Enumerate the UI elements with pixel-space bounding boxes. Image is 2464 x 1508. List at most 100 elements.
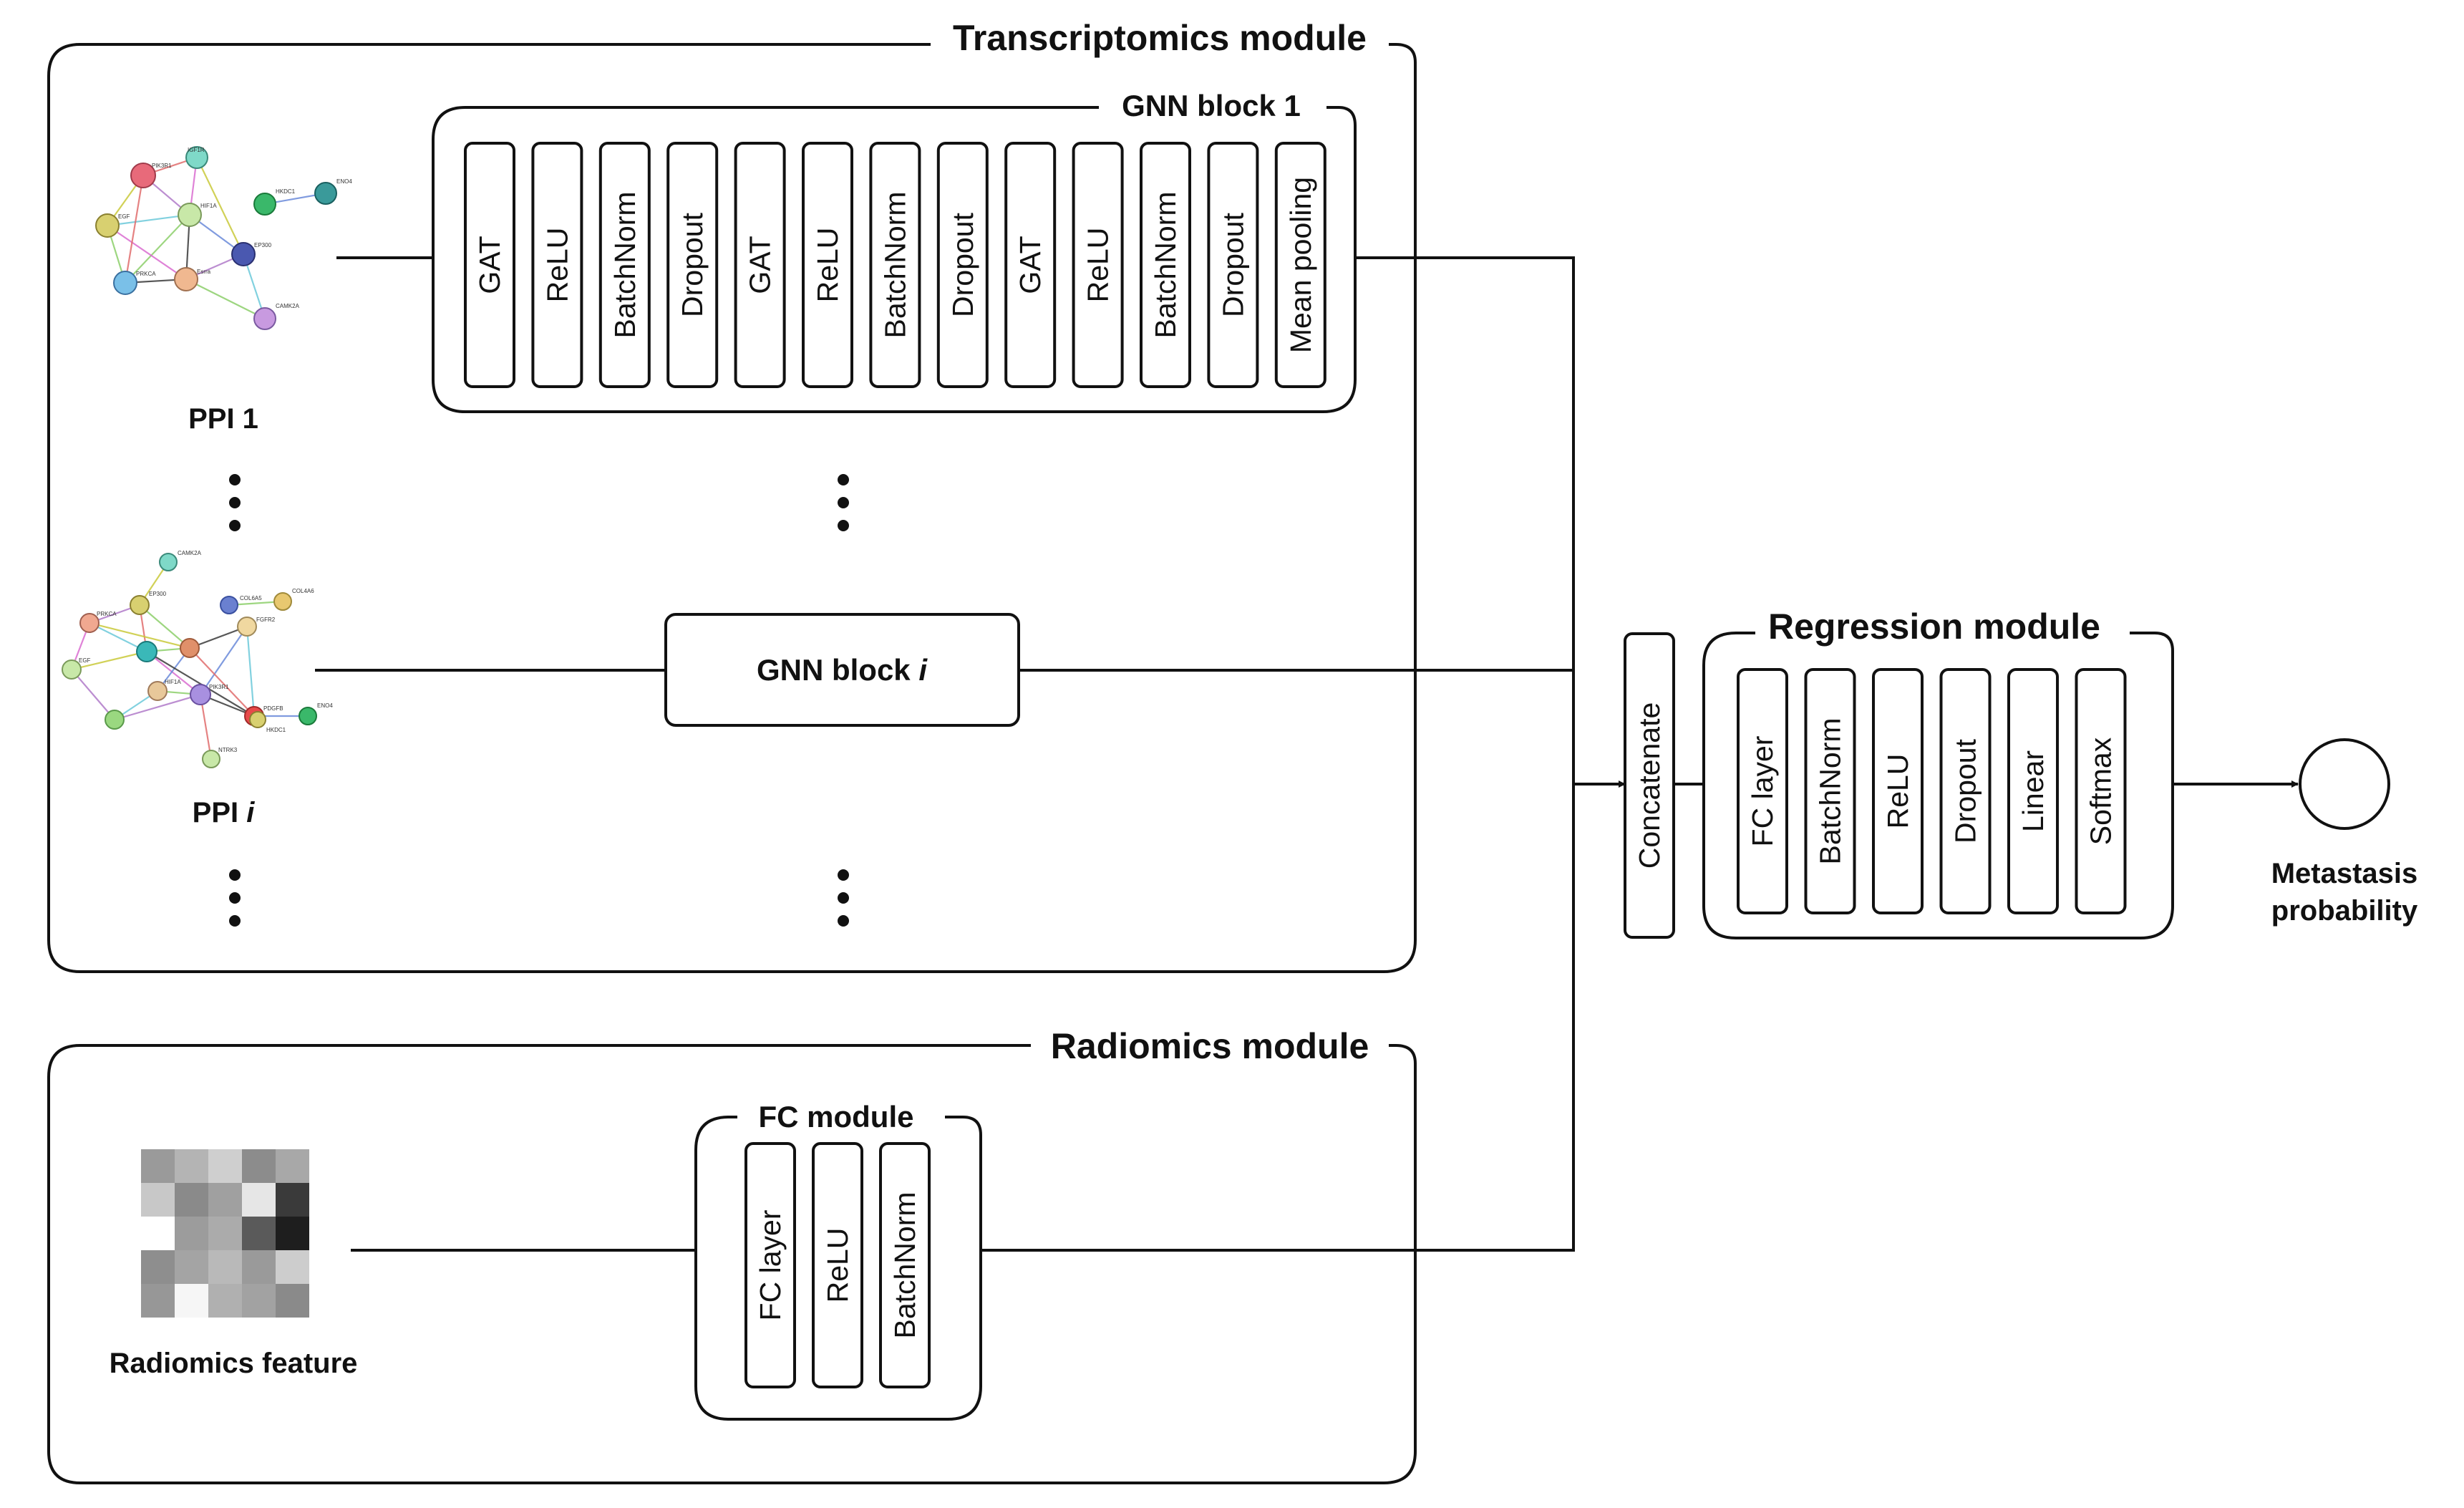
heatmap-cell <box>276 1183 309 1217</box>
heatmap-cell <box>242 1250 276 1284</box>
transcriptomics-title: Transcriptomics module <box>953 18 1367 58</box>
ppi-1-gene-label: HKDC1 <box>276 188 296 195</box>
layer-box <box>1274 142 1326 388</box>
ppi-1-gene-label: PRKCA <box>136 271 156 277</box>
gnn-block-1-layers: GAT ReLU BatchNorm Dropout GAT ReLU BatchNorm D… <box>464 142 1326 388</box>
ppi-i-gene-label: EP300 <box>149 591 167 597</box>
layer-label: FC layer <box>1746 736 1779 847</box>
ellipsis-dots <box>229 474 849 927</box>
layer-box <box>464 142 515 388</box>
layer-label: BatchNorm <box>608 191 641 338</box>
ppi-1-network: IGF1R PIK3R1 HIF1A EGF EP300 PRKCA Esrra… <box>95 146 352 330</box>
transcriptomics-module: Transcriptomics module <box>47 18 1417 973</box>
ppi-1-gene-label: PIK3R1 <box>152 163 172 169</box>
layer-box <box>744 1142 796 1388</box>
layer-label: ReLU <box>1082 228 1115 303</box>
ppi-1-gene-label: EP300 <box>254 242 272 248</box>
concatenate-block: Concatenate <box>1624 632 1675 939</box>
heatmap-cell <box>141 1284 175 1318</box>
layer-label: Dropout <box>1216 212 1249 316</box>
layer-label: GAT <box>744 236 777 294</box>
output-node: Metastasis probability <box>2271 738 2418 927</box>
heatmap-cell <box>276 1284 309 1318</box>
layer-box <box>2075 668 2127 914</box>
heatmap-cell <box>242 1149 276 1183</box>
heatmap-cell <box>141 1217 175 1250</box>
layer-box <box>1004 142 1057 388</box>
layer-box <box>1737 668 1788 914</box>
ppi-i-label: PPI i <box>193 797 256 828</box>
heatmap-cell <box>242 1217 276 1250</box>
layer-box <box>812 1142 863 1388</box>
heatmap-cell <box>276 1217 309 1250</box>
layer-label: FC layer <box>754 1210 787 1321</box>
ppi-i-gene-label: PIK3R1 <box>209 684 229 690</box>
layer-label: ReLU <box>540 228 573 303</box>
ppi-i-label-index: i <box>246 797 255 828</box>
gnn-block-i: GNN block i <box>664 613 1020 727</box>
heatmap-cell <box>175 1284 208 1318</box>
heatmap-cell <box>242 1183 276 1217</box>
layer-box <box>1207 142 1259 388</box>
ppi-i-gene-label: NTRK3 <box>218 747 238 753</box>
heatmap-cell <box>175 1183 208 1217</box>
heatmap-cell <box>208 1217 242 1250</box>
layer-label: BatchNorm <box>1814 717 1847 864</box>
layer-box <box>802 142 853 388</box>
heatmap-cell <box>175 1250 208 1284</box>
layer-label: Dropout <box>1949 738 1982 843</box>
gnn-block-i-index: i <box>918 653 928 687</box>
layer-label: GAT <box>1014 236 1047 294</box>
ppi-1-gene-label: Esrra <box>197 269 211 275</box>
concatenate-label: Concatenate <box>1633 702 1666 869</box>
fc-module-title: FC module <box>759 1100 914 1134</box>
ppi-i-gene-label: EGF <box>79 657 91 664</box>
heatmap-cell <box>141 1149 175 1183</box>
layer-label: Linear <box>2017 750 2050 832</box>
heatmap-cell <box>141 1250 175 1284</box>
layer-box <box>666 142 719 388</box>
layer-label: Dropout <box>946 212 979 316</box>
regression-title: Regression module <box>1768 606 2100 647</box>
heatmap-cell <box>208 1250 242 1284</box>
layer-label: Mean pooling <box>1284 177 1317 353</box>
ppi-i-gene-label: COL4A6 <box>292 588 314 594</box>
layer-box <box>2007 668 2059 914</box>
layer-label: ReLU <box>811 228 844 303</box>
connector-wires <box>315 256 2299 1252</box>
layer-label: GAT <box>473 236 506 294</box>
layer-label: Softmax <box>2085 737 2118 845</box>
layer-box <box>1804 668 1856 914</box>
layer-box <box>734 142 786 388</box>
layer-label: Dropout <box>676 212 709 316</box>
heatmap-cell <box>242 1284 276 1318</box>
heatmap-cell <box>175 1217 208 1250</box>
ppi-1-gene-label: EGF <box>118 213 130 220</box>
layer-box <box>1072 142 1124 388</box>
gnn-block-i-label: GNN block i <box>757 653 928 687</box>
heatmap-cell <box>276 1149 309 1183</box>
ppi-i-gene-label: PDGFB <box>263 705 283 712</box>
layer-box <box>1140 142 1191 388</box>
layer-label: ReLU <box>1881 754 1914 829</box>
layer-box <box>598 142 651 388</box>
gnn-block-1-title: GNN block 1 <box>1122 89 1301 122</box>
ppi-i-gene-label: HIF1A <box>165 679 181 685</box>
layer-box <box>879 1142 931 1388</box>
layer-label: BatchNorm <box>878 191 911 338</box>
layer-box <box>1872 668 1924 914</box>
ppi-i-label-prefix: PPI <box>193 797 247 828</box>
heatmap-cell <box>276 1250 309 1284</box>
ppi-1-gene-label: ENO4 <box>336 178 352 185</box>
layer-box <box>869 142 921 388</box>
radiomics-feature-label: Radiomics feature <box>110 1348 358 1379</box>
radiomics-feature-heatmap <box>141 1149 309 1318</box>
heatmap-cell <box>208 1284 242 1318</box>
ppi-i-gene-label: PRKCA <box>97 611 117 617</box>
layer-label: BatchNorm <box>1149 191 1182 338</box>
ppi-1-gene-label: CAMK2A <box>276 303 300 309</box>
ppi-i-gene-label: FGFR2 <box>256 617 276 623</box>
ppi-i-network: CAMK2A COL6A5 COL4A6 PRKCA EP300 PDGFB F… <box>62 550 333 768</box>
